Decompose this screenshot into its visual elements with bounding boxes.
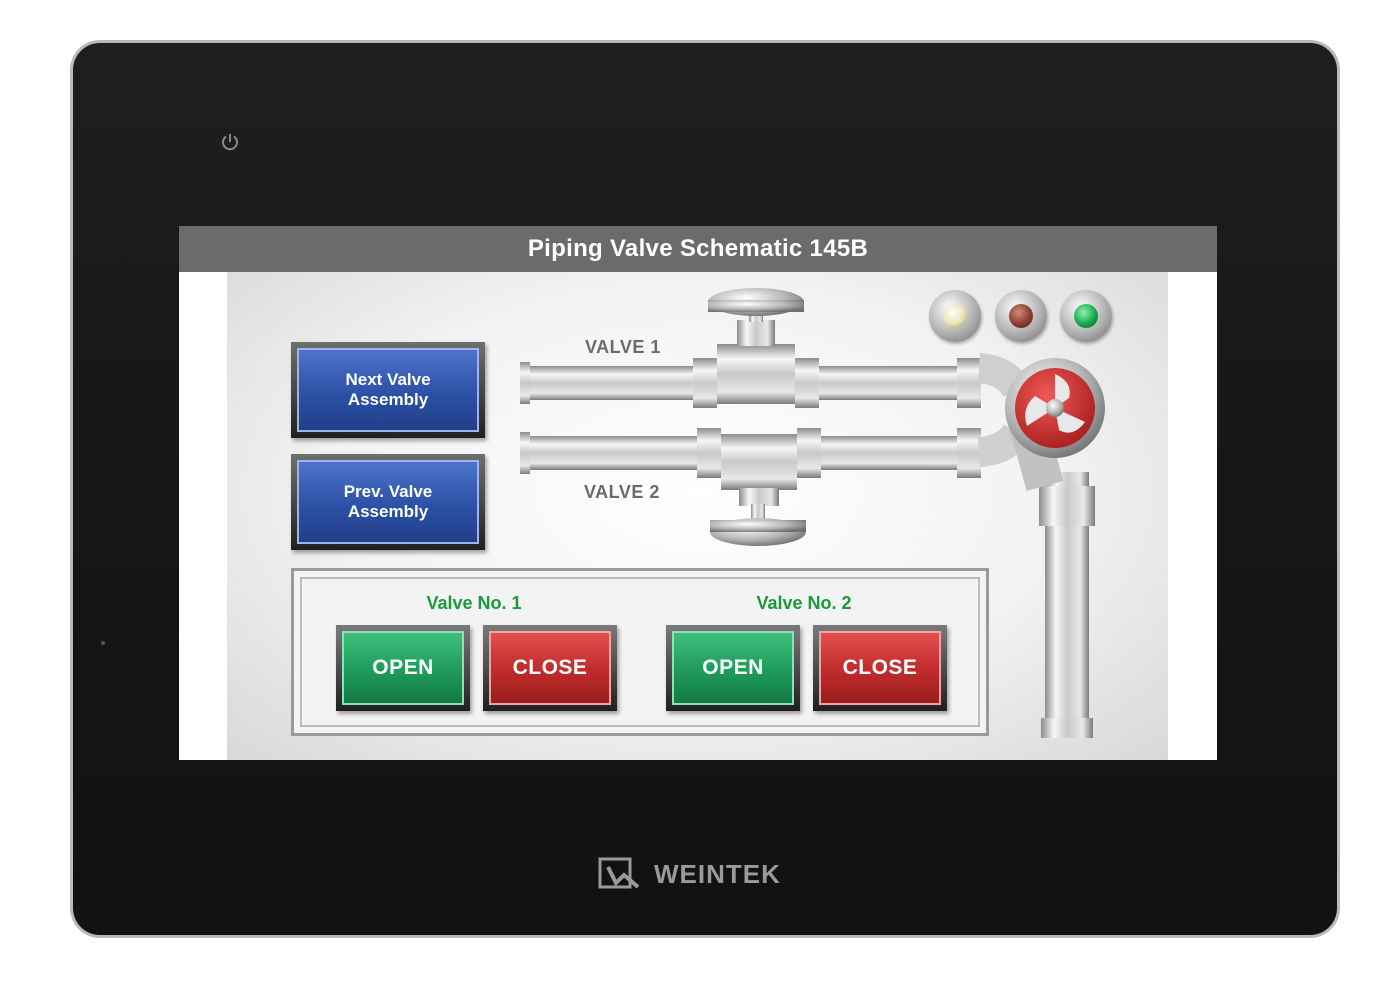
hmi-device: Piping Valve Schematic 145B Next Valve A…: [70, 40, 1340, 938]
device-bezel: Piping Valve Schematic 145B Next Valve A…: [73, 43, 1337, 935]
indicator-light-1: [929, 290, 981, 342]
schematic-canvas: Next Valve Assembly Prev. Valve Assembly: [227, 272, 1168, 760]
valve-1-assembly: [708, 288, 804, 404]
brand-logo: WEINTEK: [598, 853, 818, 893]
valve-2-close-label: CLOSE: [819, 631, 941, 705]
valve-1-label: VALVE 1: [585, 337, 661, 357]
valve-1-open-button[interactable]: OPEN: [336, 625, 470, 711]
valve-2-open-label: OPEN: [672, 631, 794, 705]
next-valve-assembly-button[interactable]: Next Valve Assembly: [291, 342, 485, 438]
control-panel-inner-border: [300, 577, 980, 727]
valve-control-panel: Valve No. 1 OPEN CLOSE Valve No. 2 OPEN …: [291, 568, 989, 736]
piping-schematic: [520, 288, 1105, 738]
indicator-light-3: [1060, 290, 1112, 342]
valve-2-close-button[interactable]: CLOSE: [813, 625, 947, 711]
indicator-lamp-yellow: [943, 304, 967, 328]
valve-1-open-label: OPEN: [342, 631, 464, 705]
brand-name: WEINTEK: [654, 859, 781, 889]
indicator-light-2: [995, 290, 1047, 342]
indicator-lamp-red: [1009, 304, 1033, 328]
valve-2-group-label: Valve No. 2: [756, 593, 852, 613]
weintek-logo-icon: [598, 857, 640, 889]
valve-1-close-button[interactable]: CLOSE: [483, 625, 617, 711]
valve-2-label: VALVE 2: [584, 482, 660, 502]
next-valve-assembly-label: Next Valve Assembly: [297, 348, 479, 432]
bezel-dot: [101, 641, 105, 645]
page-title: Piping Valve Schematic 145B: [179, 226, 1217, 272]
valve-2-open-button[interactable]: OPEN: [666, 625, 800, 711]
hmi-screen: Piping Valve Schematic 145B Next Valve A…: [179, 226, 1217, 760]
prev-valve-assembly-button[interactable]: Prev. Valve Assembly: [291, 454, 485, 550]
indicator-lamp-green: [1074, 304, 1098, 328]
valve-1-group-label: Valve No. 1: [426, 593, 522, 613]
valve-1-close-label: CLOSE: [489, 631, 611, 705]
power-icon[interactable]: [219, 131, 241, 153]
valve-2-assembly: [710, 434, 806, 546]
prev-valve-assembly-label: Prev. Valve Assembly: [297, 460, 479, 544]
return-pipe: [1008, 416, 1095, 738]
pump-icon: [1005, 358, 1105, 458]
